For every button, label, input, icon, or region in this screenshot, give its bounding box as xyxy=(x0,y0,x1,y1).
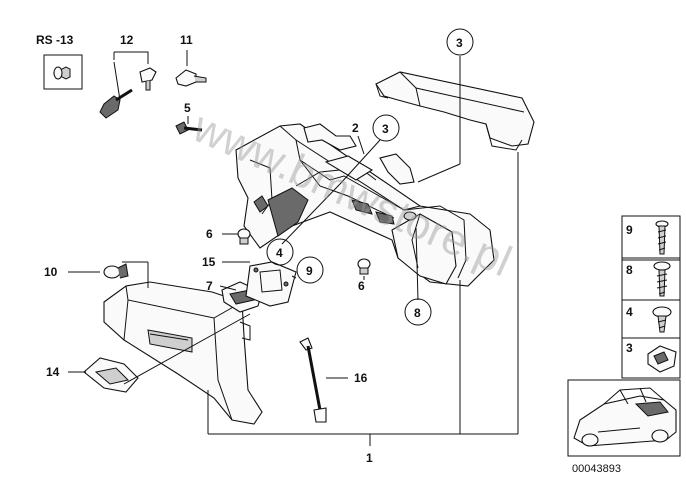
glove-box-lid xyxy=(103,281,263,425)
label-15: 15 xyxy=(202,255,216,269)
label-14: 14 xyxy=(46,365,60,379)
svg-text:9: 9 xyxy=(306,264,313,278)
callout-9: 9 xyxy=(296,256,324,284)
part-6-clip-right xyxy=(357,258,371,275)
legend-cell-9 xyxy=(621,215,681,261)
svg-text:3: 3 xyxy=(382,122,389,136)
part-15-plate xyxy=(245,261,297,307)
legend-screw-4 xyxy=(652,306,672,333)
part-6-clip-left xyxy=(237,228,251,245)
label-1: 1 xyxy=(366,451,373,465)
legend-screw-8 xyxy=(653,261,671,297)
part-5-screw xyxy=(175,116,203,135)
label-11: 11 xyxy=(180,33,193,47)
leader-lines xyxy=(68,56,519,446)
rs13-clip-box xyxy=(43,54,83,90)
label-7: 7 xyxy=(206,279,213,293)
part-3-upper-cover xyxy=(375,71,535,151)
fastener-legend: 9 8 4 3 xyxy=(621,215,681,379)
callout-4: 4 xyxy=(266,238,294,266)
label-10: 10 xyxy=(44,265,58,279)
legend-clip-nut-3 xyxy=(647,345,677,373)
callout-3-mid: 3 xyxy=(372,114,400,142)
part-11-clip xyxy=(175,50,207,87)
glove-box-housing xyxy=(235,123,495,287)
image-code: 00043893 xyxy=(572,463,621,475)
legend-cell-3 xyxy=(621,337,681,379)
callout-3-top: 3 xyxy=(446,28,474,56)
part-10-clip xyxy=(103,263,129,279)
legend-label-3: 3 xyxy=(626,341,633,355)
label-6-left: 6 xyxy=(206,227,213,241)
legend-label-8: 8 xyxy=(626,263,633,277)
svg-text:3: 3 xyxy=(456,36,463,50)
legend-screw-9 xyxy=(655,220,669,255)
svg-text:4: 4 xyxy=(276,246,283,260)
label-16: 16 xyxy=(354,371,368,385)
label-rs13: RS -13 xyxy=(36,33,74,47)
legend-label-4: 4 xyxy=(626,305,633,319)
vehicle-location-thumbnail xyxy=(567,379,681,457)
label-2: 2 xyxy=(352,121,359,135)
legend-label-9: 9 xyxy=(626,223,633,237)
part-12-key-lock xyxy=(99,51,157,119)
svg-text:8: 8 xyxy=(414,306,421,320)
label-6-right: 6 xyxy=(358,279,365,293)
part-14-handle xyxy=(83,357,139,393)
label-12: 12 xyxy=(120,33,134,47)
part-2-brackets xyxy=(303,123,415,185)
part-16-damper-rod xyxy=(299,337,327,423)
callout-8: 8 xyxy=(404,298,432,326)
label-5: 5 xyxy=(184,101,191,115)
